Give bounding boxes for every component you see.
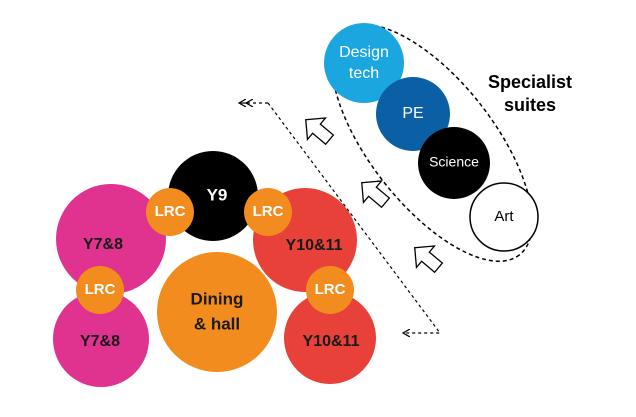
pe-label: PE (402, 105, 423, 122)
lrc-circle-4 (306, 266, 354, 314)
lrc-label-1: LRC (155, 203, 186, 220)
lrc-circle-3 (76, 266, 124, 314)
y1011-top-label: Y10&11 (286, 237, 343, 254)
hollow-arrow-2 (361, 180, 391, 209)
science-label: Science (429, 154, 479, 170)
science-circle (418, 127, 490, 199)
hollow-arrow-1 (305, 117, 335, 146)
hollow-arrow-3 (414, 245, 444, 274)
y78-bottom-label: Y7&8 (80, 333, 120, 350)
y1011-bottom-circle (284, 292, 376, 384)
design-tech-label-line1: Design (339, 44, 389, 61)
lrc-label-3: LRC (85, 281, 116, 298)
y1011-bottom-label: Y10&11 (303, 333, 360, 350)
dining-hall-circle (157, 252, 277, 372)
specialist-title-line1: Specialist (488, 72, 572, 92)
art-label: Art (494, 208, 514, 225)
design-tech-label-line2: tech (349, 65, 379, 82)
lrc-label-4: LRC (315, 281, 346, 298)
lrc-circle-2 (244, 188, 292, 236)
dining-label-line1: Dining (191, 289, 244, 308)
y78-bottom-circle (53, 291, 149, 387)
y78-top-label: Y7&8 (83, 236, 123, 253)
specialist-title-line2: suites (504, 95, 556, 115)
y78-top-circle (56, 184, 166, 294)
dining-label-line2: & hall (194, 314, 240, 333)
lrc-circle-1 (146, 188, 194, 236)
pe-circle (376, 77, 450, 151)
lrc-label-2: LRC (253, 203, 284, 220)
art-circle (469, 182, 539, 252)
design-tech-circle (324, 23, 404, 103)
y9-label: Y9 (207, 185, 228, 204)
